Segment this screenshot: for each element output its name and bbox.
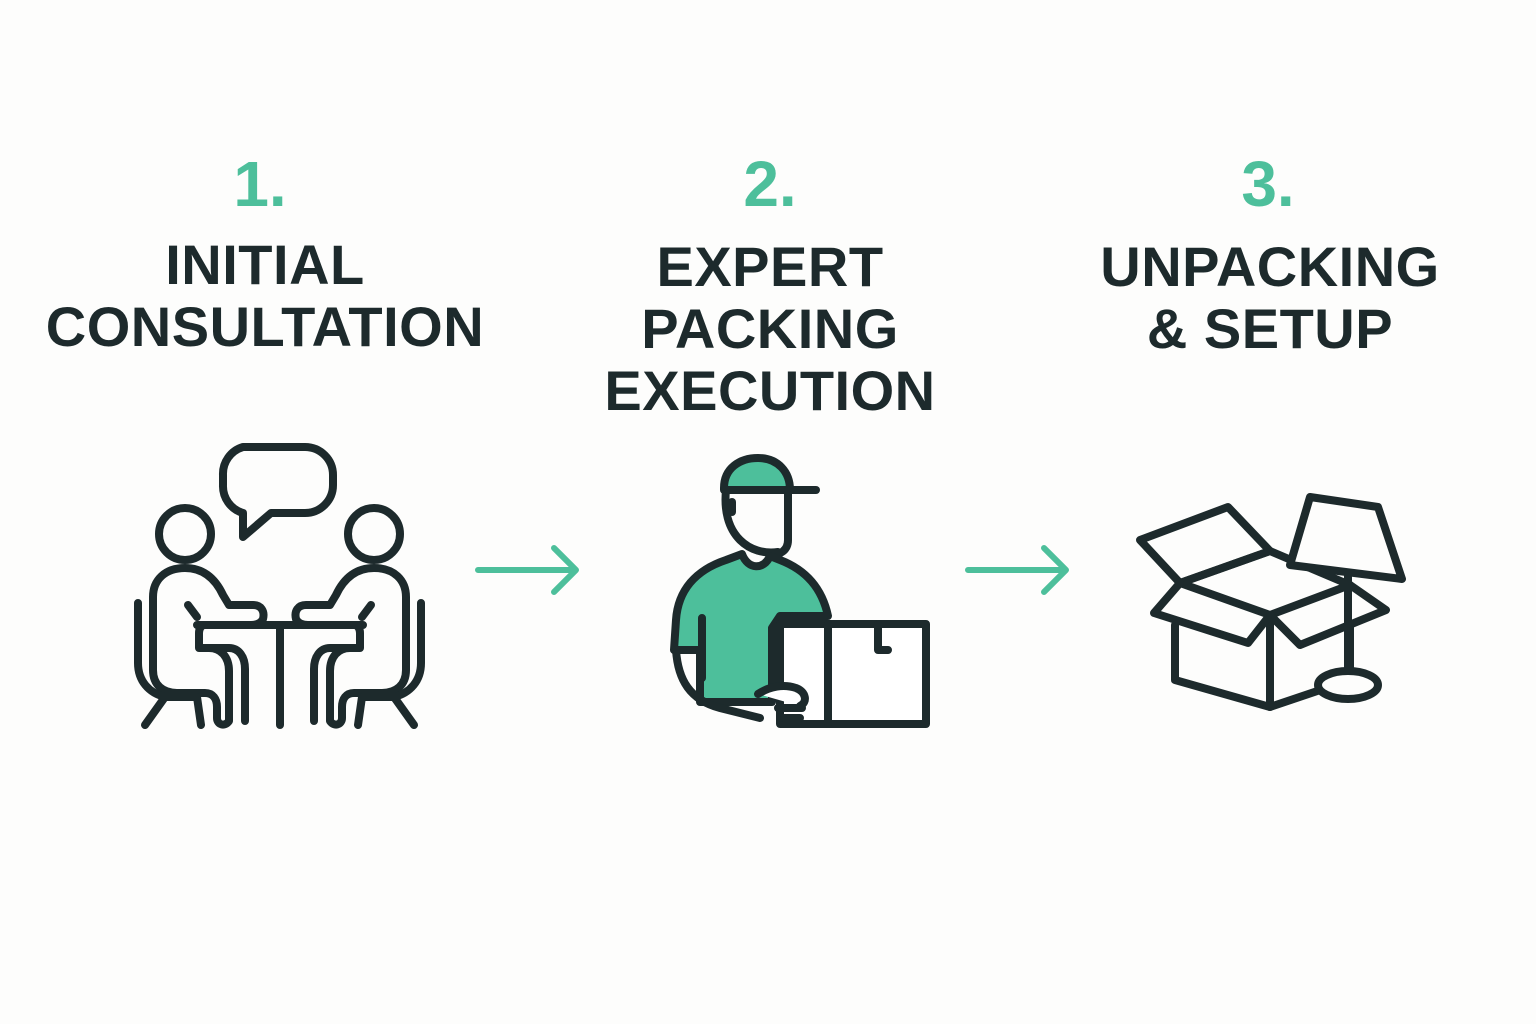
step-1-title-line-1: INITIAL (165, 233, 365, 296)
step-3-title: UNPACKING & SETUP (1045, 236, 1495, 360)
step-2-title-line-2: PACKING (641, 297, 899, 360)
hand (754, 682, 809, 722)
cap-icon (720, 454, 794, 494)
step-2-number: 2. (743, 148, 797, 220)
box-flap-left-front (1150, 579, 1274, 647)
box-flap-left-back (1136, 503, 1274, 587)
speech-bubble-icon (219, 443, 337, 541)
step-2-title: EXPERT PACKING EXECUTION (545, 236, 995, 422)
right-person-body (291, 564, 410, 729)
step-3-title-line-1: UNPACKING (1100, 235, 1440, 298)
left-chair (134, 599, 205, 729)
box-flap-right-front (1266, 581, 1390, 649)
step-3-number: 3. (1241, 148, 1295, 220)
step-3-title-line-2: & SETUP (1146, 297, 1394, 360)
right-person-forearm (358, 601, 375, 621)
consultation-meeting-icon (134, 443, 425, 729)
lamp-shade (1286, 493, 1406, 583)
right-person-head (344, 504, 404, 564)
left-person-forearm (184, 601, 201, 621)
arrow-right-icon (475, 545, 579, 595)
step-1-number: 1. (233, 148, 287, 220)
step-2-title-line-3: EXECUTION (604, 359, 936, 422)
left-person-head (155, 504, 215, 564)
left-person-body (149, 564, 268, 729)
right-chair (354, 599, 425, 729)
open-box-with-lamp-icon (1136, 493, 1406, 711)
arrow-right-icon (965, 545, 1069, 595)
lamp-base (1314, 667, 1382, 703)
step-1-title: INITIAL CONSULTATION (40, 234, 490, 358)
step-1-title-line-2: CONSULTATION (45, 295, 485, 358)
shirt (670, 550, 832, 706)
step-2-title-line-1: EXPERT (656, 235, 884, 298)
packer-with-box-icon (670, 454, 930, 728)
arm (672, 646, 764, 722)
